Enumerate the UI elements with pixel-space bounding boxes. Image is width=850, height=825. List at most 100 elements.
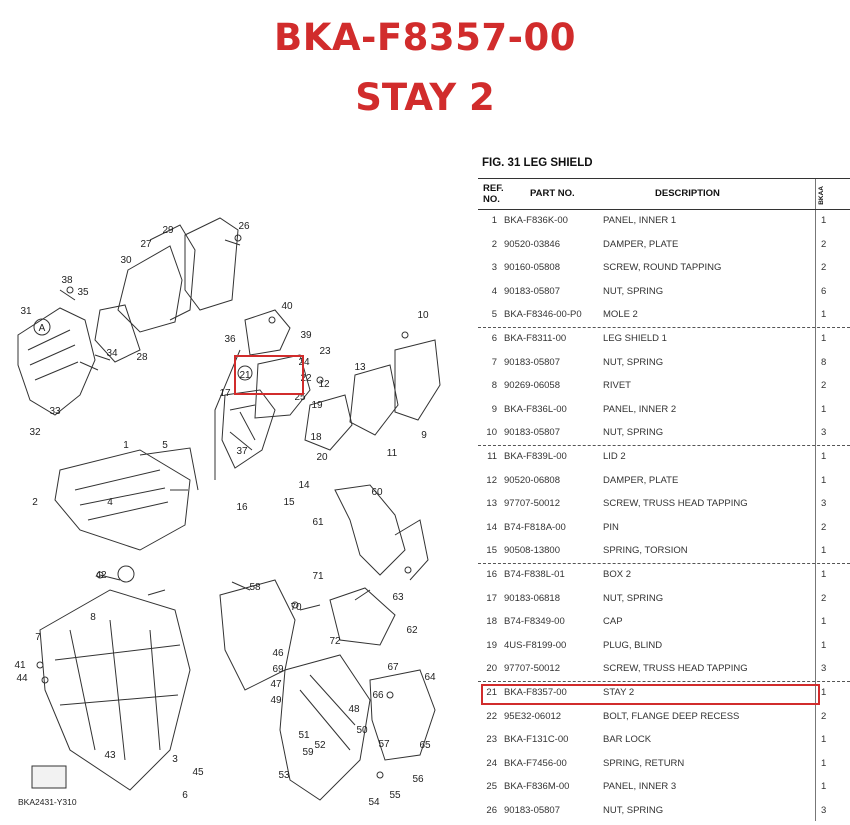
cell-desc: LID 2 (603, 451, 626, 462)
cell-part: 90520-06808 (504, 474, 560, 486)
cell-qty: 1 (821, 616, 827, 628)
callout-55: 55 (389, 790, 401, 801)
callout-62: 62 (406, 625, 418, 636)
callout-21: 21 (239, 370, 251, 381)
cell-qty: 2 (821, 238, 827, 250)
callout-52: 52 (314, 740, 326, 751)
cell-part: 90269-06058 (504, 380, 560, 392)
callout-23: 23 (319, 346, 331, 357)
cell-qty: 1 (821, 474, 827, 486)
cell-ref: 25 (486, 781, 497, 793)
cell-qty: 2 (821, 592, 827, 604)
cell-qty: 2 (821, 521, 827, 533)
cell-ref: 18 (486, 616, 497, 628)
cell-ref: 12 (486, 474, 497, 486)
cell-ref: 21 (486, 687, 497, 698)
callout-40: 40 (281, 301, 293, 312)
cell-qty: 1 (821, 639, 827, 651)
callout-36: 36 (224, 334, 236, 345)
cell-desc: NUT, SPRING (603, 285, 664, 297)
callout-60: 60 (371, 487, 383, 498)
cell-desc: NUT, SPRING (603, 427, 664, 439)
callout-45: 45 (192, 767, 204, 778)
callout-35: 35 (77, 287, 89, 298)
callout-51: 51 (298, 730, 310, 741)
callout-12: 12 (318, 379, 330, 390)
cell-part: 95E32-06012 (504, 710, 562, 722)
callout-37: 37 (236, 446, 248, 457)
cell-desc: CAP (603, 616, 623, 628)
cell-qty: 2 (821, 710, 827, 722)
cell-part: 90183-05807 (504, 427, 560, 439)
cell-ref: 14 (486, 521, 497, 533)
cell-desc: STAY 2 (603, 687, 635, 698)
figure-heading: FIG. 31 LEG SHIELD (482, 157, 593, 169)
cell-qty: 3 (821, 498, 827, 510)
callout-11: 11 (387, 448, 398, 459)
callout-31: 31 (20, 306, 32, 317)
callout-5: 5 (162, 440, 168, 451)
cell-qty: 3 (821, 805, 827, 816)
cell-qty: 3 (821, 427, 827, 439)
callout-48: 48 (348, 704, 360, 715)
callout-6: 6 (182, 790, 188, 801)
cell-part: 90183-06818 (504, 592, 560, 604)
callout-50: 50 (356, 725, 368, 736)
callout-22: 22 (300, 373, 312, 384)
callout-70: 70 (290, 602, 302, 613)
cell-part: 90520-03846 (504, 238, 560, 250)
callout-59: 59 (302, 747, 314, 758)
cell-part: 97707-50012 (504, 663, 560, 675)
cell-part: BKA-F836K-00 (504, 215, 568, 226)
callout-53: 53 (278, 770, 290, 781)
cell-qty: 1 (821, 781, 827, 793)
callout-9: 9 (421, 430, 427, 441)
callout-44: 44 (16, 673, 28, 684)
cell-part: 97707-50012 (504, 498, 560, 510)
cell-ref: 15 (486, 545, 497, 557)
col-part: PART NO. (530, 188, 575, 199)
cell-desc: SPRING, TORSION (603, 545, 688, 557)
cell-part: 90183-05807 (504, 805, 560, 816)
cell-ref: 20 (486, 663, 497, 675)
col-desc: DESCRIPTION (655, 188, 720, 199)
callout-47: 47 (270, 679, 282, 690)
callout-56: 56 (412, 774, 424, 785)
table-header: REF. NO. PART NO. DESCRIPTION BKAA (478, 178, 850, 210)
callout-63: 63 (392, 592, 404, 603)
cell-qty: 1 (821, 403, 827, 415)
group-separator (478, 327, 850, 328)
callout-16: 16 (236, 502, 248, 513)
cell-ref: 6 (491, 333, 497, 344)
cell-qty: 8 (821, 356, 827, 368)
cell-part: B74-F818A-00 (504, 521, 566, 533)
cell-qty: 6 (821, 285, 827, 297)
cell-part: 4US-F8199-00 (504, 639, 567, 651)
callout-24: 24 (298, 357, 310, 368)
table-highlight-stay2 (481, 684, 820, 705)
callout-2: 2 (32, 497, 38, 508)
cell-ref: 26 (486, 805, 497, 816)
callout-14: 14 (298, 480, 310, 491)
callout-65: 65 (419, 740, 431, 751)
cell-desc: NUT, SPRING (603, 805, 664, 816)
cell-ref: 4 (491, 285, 497, 297)
callout-43: 43 (104, 750, 116, 761)
cell-ref: 5 (491, 309, 497, 321)
callout-25: 25 (294, 392, 306, 403)
cell-desc: MOLE 2 (603, 309, 638, 321)
callout-49: 49 (270, 695, 282, 706)
